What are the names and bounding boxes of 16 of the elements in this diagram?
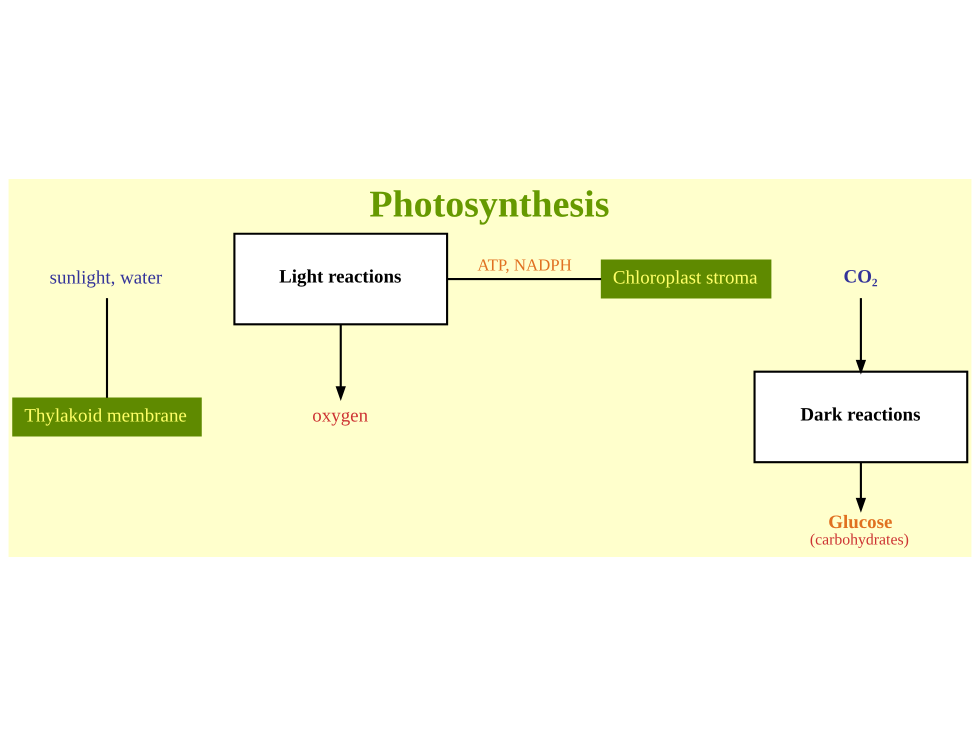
arrow: [856, 462, 866, 512]
node-text: oxygen: [312, 405, 368, 426]
node-text: sunlight, water: [50, 267, 162, 288]
edge-label: ATP, NADPH: [477, 254, 572, 274]
node-box: Chloroplast stroma: [600, 259, 772, 298]
connector: [106, 298, 108, 398]
node-label: (carbohydrates): [810, 530, 909, 548]
connector: [447, 277, 602, 280]
arrow: [856, 298, 866, 374]
node-box: Light reactions: [233, 232, 448, 325]
node-box: Thylakoid membrane: [12, 396, 202, 436]
arrow: [336, 324, 346, 400]
diagram-title: Photosynthesis: [369, 183, 610, 226]
node-text: CO₂: [844, 266, 878, 288]
node-box: Dark reactions: [754, 370, 968, 463]
node-text: Glucose: [828, 511, 892, 532]
